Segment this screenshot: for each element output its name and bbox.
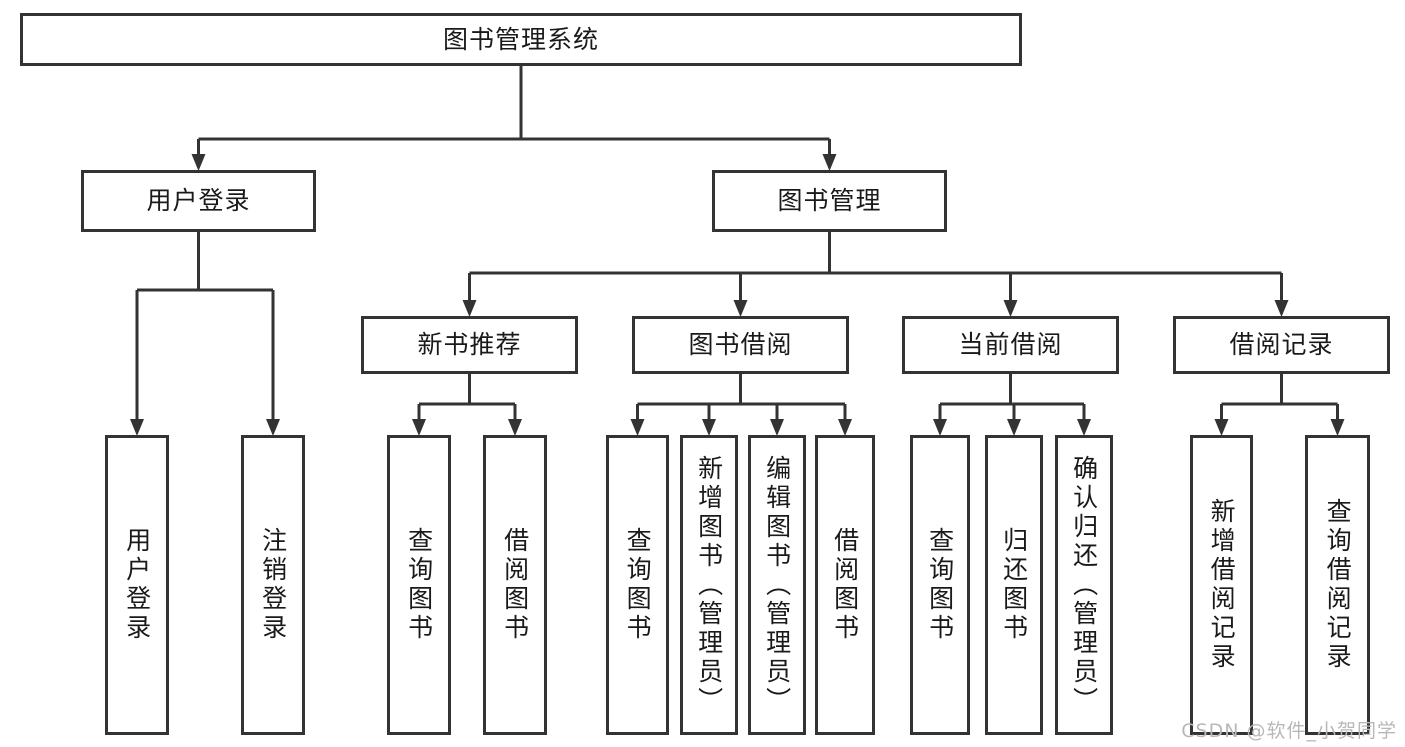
connector-group-root xyxy=(191,66,837,171)
arrow-head-leaf13 xyxy=(1330,419,1345,436)
node-box-查询图书[interactable] xyxy=(606,435,669,735)
arrow-head-l1a xyxy=(191,154,206,171)
connector-group-l2d xyxy=(1214,374,1345,436)
arrow-head-leaf2 xyxy=(266,419,280,436)
node-box-借阅记录[interactable] xyxy=(1173,316,1390,374)
arrow-head-leaf5 xyxy=(630,419,645,436)
connector-group-l2a xyxy=(412,374,522,436)
node-box-新增借阅记录[interactable] xyxy=(1190,435,1253,735)
connector-group-l2b xyxy=(630,374,852,436)
node-box-查询图书[interactable] xyxy=(910,435,970,735)
node-box-注销登录[interactable] xyxy=(241,435,305,735)
arrow-head-leaf8 xyxy=(838,419,852,436)
node-box-用户登录[interactable] xyxy=(81,170,316,232)
arrow-head-leaf3 xyxy=(412,419,426,436)
connector-group-l1a xyxy=(130,232,280,436)
node-box-借阅图书[interactable] xyxy=(815,435,875,735)
arrow-head-leaf1 xyxy=(130,419,144,436)
arrow-head-leaf7 xyxy=(770,419,784,436)
arrow-head-leaf4 xyxy=(508,419,522,436)
arrow-head-leaf11 xyxy=(1077,419,1091,436)
node-box-图书借阅[interactable] xyxy=(632,316,849,374)
connector-group-l1b xyxy=(462,232,1289,317)
arrow-head-leaf12 xyxy=(1214,419,1229,436)
connector-layer xyxy=(130,66,1345,436)
node-box-图书管理系统[interactable] xyxy=(20,13,1022,66)
node-box-查询借阅记录[interactable] xyxy=(1305,435,1370,735)
arrow-head-l2a xyxy=(462,300,477,317)
connector-group-l2c xyxy=(933,374,1091,436)
arrow-head-l2c xyxy=(1003,300,1018,317)
node-box-借阅图书[interactable] xyxy=(483,435,547,735)
arrow-head-leaf6 xyxy=(702,419,716,436)
arrow-head-l2d xyxy=(1274,300,1289,317)
node-box-当前借阅[interactable] xyxy=(902,316,1119,374)
node-box-查询图书[interactable] xyxy=(387,435,451,735)
watermark-text: CSDN @软件_小贺同学 xyxy=(1181,720,1397,742)
arrow-head-leaf10 xyxy=(1007,419,1021,436)
node-layer xyxy=(20,13,1390,735)
arrow-head-l2b xyxy=(733,300,748,317)
node-box-归还图书[interactable] xyxy=(985,435,1043,735)
node-box-新书推荐[interactable] xyxy=(361,316,578,374)
node-box-新增图书管理员[interactable] xyxy=(680,435,738,735)
arrow-head-leaf9 xyxy=(933,419,947,436)
arrow-head-l1b xyxy=(822,154,837,171)
node-box-确认归还管理员[interactable] xyxy=(1055,435,1113,735)
node-box-图书管理[interactable] xyxy=(712,170,947,232)
node-box-用户登录[interactable] xyxy=(105,435,169,735)
node-box-编辑图书管理员[interactable] xyxy=(748,435,806,735)
